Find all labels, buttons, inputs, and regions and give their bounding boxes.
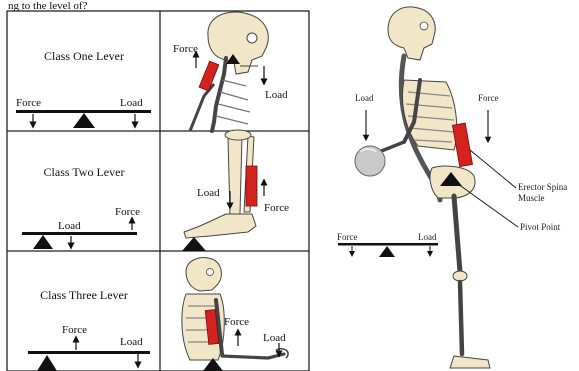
shoulder (190, 84, 214, 131)
class-two-lever-bar (22, 232, 137, 235)
erector-label-line2: Muscle (518, 193, 545, 203)
class-three-lever-bar (28, 351, 150, 354)
head-force-label: Force (173, 43, 198, 55)
anatomy-head-neck: Force Load (173, 12, 288, 131)
figure-lever-load-label: Load (418, 232, 437, 242)
forearm (222, 354, 284, 358)
figure-femur (454, 196, 460, 272)
arm-skull (186, 258, 221, 291)
arm-load-label: Load (263, 332, 286, 344)
foot-pivot (182, 237, 206, 251)
foot-force-label: Force (264, 202, 289, 214)
foot-bones (184, 214, 256, 238)
class-one-force-label: Force (16, 97, 41, 109)
standing-skeleton (355, 7, 490, 368)
figure-lever: Force Load (337, 232, 438, 257)
class-two-panel: Class Two Lever Load Force (22, 165, 140, 249)
class-three-fulcrum (37, 355, 57, 371)
class-two-fulcrum (33, 235, 53, 249)
knee (225, 130, 251, 140)
class-two-force-label: Force (115, 206, 140, 218)
figure-lever-force-label: Force (337, 232, 358, 242)
figure-knee (453, 271, 467, 281)
erector-leader-line (470, 150, 516, 188)
head-load-label: Load (265, 89, 288, 101)
class-one-panel: Class One Lever Force Load (16, 49, 151, 128)
class-one-fulcrum (73, 113, 95, 128)
load-ball (355, 146, 385, 176)
class-three-title: Class Three Lever (40, 288, 128, 302)
anatomy-foot: Load Force (182, 130, 289, 251)
foot-load-label: Load (197, 187, 220, 199)
figure-skull (388, 7, 435, 60)
calf-muscle (246, 166, 257, 206)
figure-lever-fulcrum (379, 246, 395, 257)
class-one-load-label: Load (120, 97, 143, 109)
neck-muscle (199, 61, 219, 91)
pivot-leader-line (458, 184, 518, 227)
erector-label-line1: Erector Spina (518, 182, 567, 192)
class-three-force-label: Force (62, 324, 87, 336)
figure-foot (450, 356, 490, 368)
pivot-point-label: Pivot Point (520, 222, 561, 232)
figure-force-label: Force (478, 93, 499, 103)
class-one-title: Class One Lever (44, 49, 124, 63)
arm-skull-orbit (207, 269, 214, 276)
figure-lever-bar (338, 243, 438, 246)
skull-orbit (247, 33, 257, 43)
header-fragment: ng to the level of? (8, 0, 88, 12)
anatomy-arm: Force Load (182, 258, 288, 371)
figure-tibia (460, 282, 462, 354)
figure-skull-orbit (420, 22, 428, 30)
class-one-lever-bar (16, 110, 151, 113)
class-three-panel: Class Three Lever Force Load (28, 288, 150, 371)
class-three-load-label: Load (120, 336, 143, 348)
class-two-title: Class Two Lever (44, 165, 125, 179)
class-two-load-label: Load (58, 220, 81, 232)
figure-load-label: Load (355, 93, 374, 103)
arm-force-label: Force (224, 316, 249, 328)
